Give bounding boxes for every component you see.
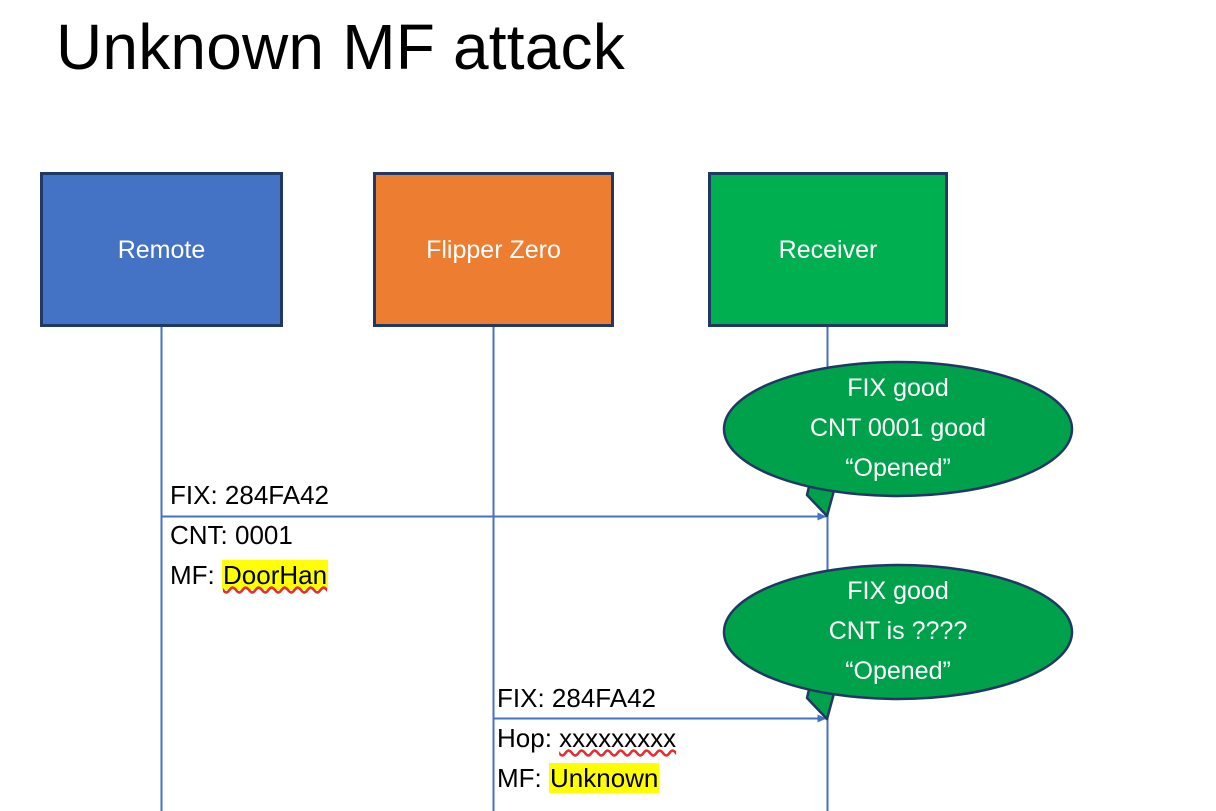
actor-label-receiver: Receiver: [778, 235, 878, 264]
message-1-line-1-label: FIX:: [170, 480, 225, 510]
message-2-line-1: FIX: 284FA42: [497, 678, 676, 718]
message-label-2: FIX: 284FA42 Hop: xxxxxxxxx MF: Unknown: [497, 678, 676, 798]
actor-label-remote: Remote: [117, 235, 206, 264]
page-title: Unknown MF attack: [56, 11, 625, 83]
message-1-line-3-label: MF:: [170, 560, 222, 590]
message-2-line-2-value: xxxxxxxxx: [559, 723, 677, 753]
message-2-line-1-value: 284FA42: [551, 683, 656, 713]
callout-1-shape: [722, 360, 1074, 518]
message-2-line-2: Hop: xxxxxxxxx: [497, 718, 676, 758]
actor-box-remote[interactable]: Remote: [40, 172, 283, 327]
actor-label-flipper: Flipper Zero: [426, 235, 561, 264]
callout-2-shape: [722, 563, 1074, 721]
message-2-line-1-label: FIX:: [497, 683, 552, 713]
message-2-line-3-value: Unknown: [549, 763, 660, 793]
message-1-line-3: MF: DoorHan: [170, 555, 329, 595]
message-1-line-1-value: 284FA42: [224, 480, 329, 510]
message-1-line-2-label: CNT:: [170, 520, 235, 550]
message-1-line-3-value: DoorHan: [222, 560, 329, 590]
message-2-line-3: MF: Unknown: [497, 758, 676, 798]
actor-box-flipper[interactable]: Flipper Zero: [373, 172, 614, 327]
message-1-line-2: CNT: 0001: [170, 515, 329, 555]
message-label-1: FIX: 284FA42 CNT: 0001 MF: DoorHan: [170, 475, 329, 595]
message-1-line-2-value: 0001: [235, 520, 293, 550]
message-2-line-2-label: Hop:: [497, 723, 560, 753]
message-1-line-1: FIX: 284FA42: [170, 475, 329, 515]
message-2-line-3-label: MF:: [497, 763, 549, 793]
actor-box-receiver[interactable]: Receiver: [708, 172, 948, 327]
